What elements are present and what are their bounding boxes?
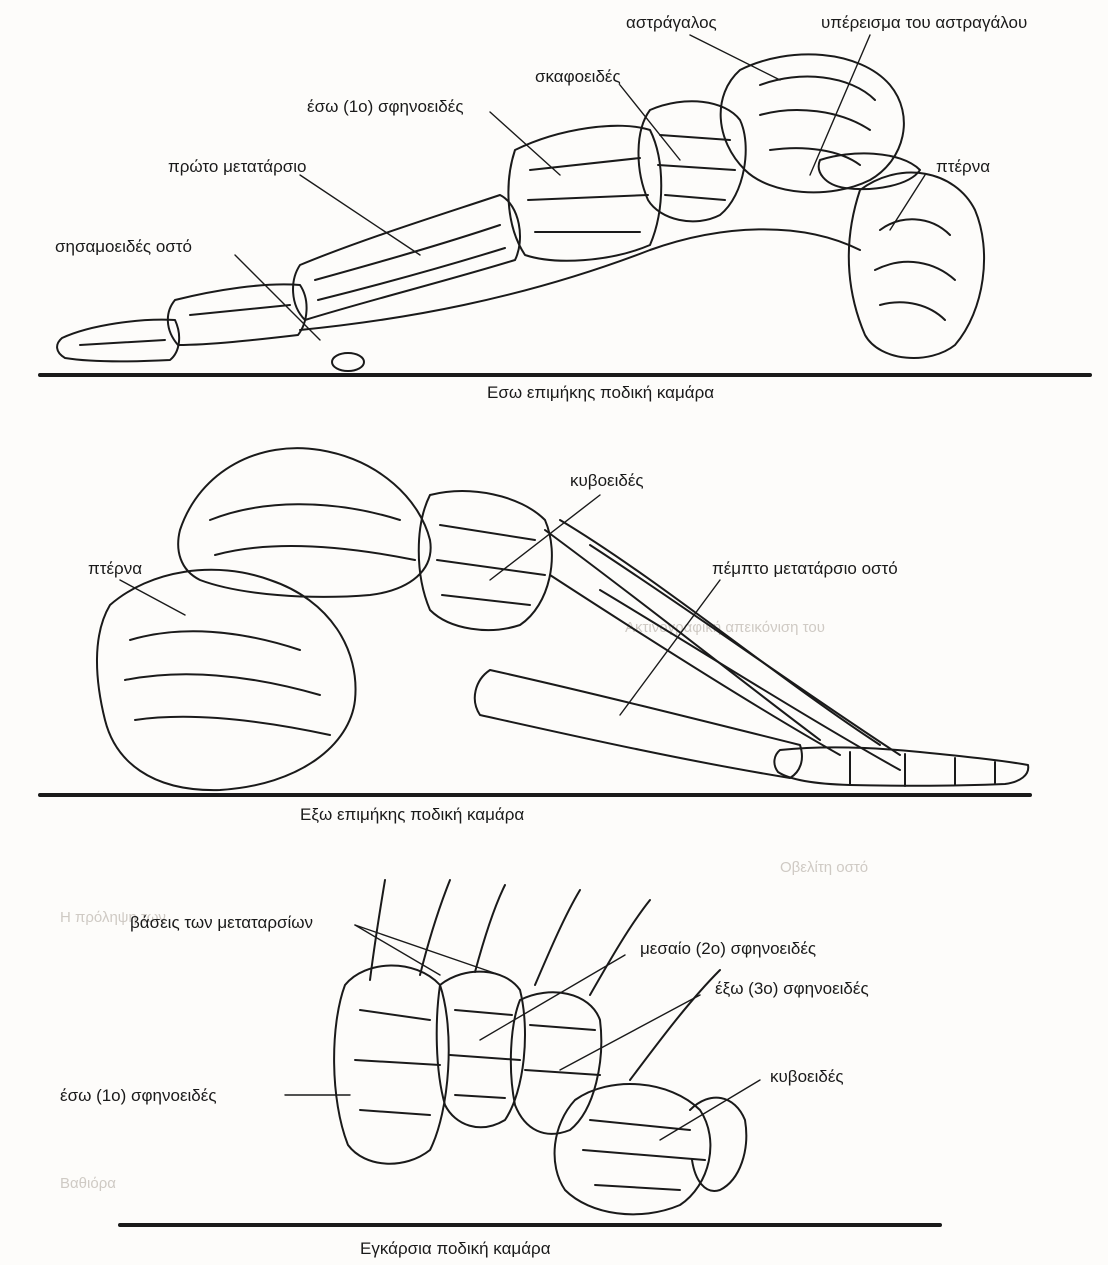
first-metatarsal-bone — [293, 195, 520, 320]
label-navicular: σκαφοειδές — [535, 68, 621, 85]
label-metatarsal-bases: βάσεις των μεταταρσίων — [130, 914, 313, 931]
navicular-bone — [638, 101, 745, 221]
talus-outer-bone — [178, 448, 430, 597]
toe-phalanges — [774, 747, 1028, 785]
talus-bone — [721, 54, 904, 192]
label-cuboid-middle: κυβοειδές — [570, 472, 644, 489]
calcaneus-bone — [849, 173, 984, 358]
label-first-metatarsal: πρώτο μετατάρσιο — [168, 158, 306, 175]
calcaneus-outer-bone — [97, 570, 356, 790]
label-middle-cuneiform: μεσαίο (2ο) σφηνοειδές — [640, 940, 816, 957]
label-cuboid-bottom: κυβοειδές — [770, 1068, 844, 1085]
cuboid-front — [555, 1084, 711, 1214]
label-talus: αστράγαλος — [626, 14, 717, 31]
hallux-phalanx-proximal — [168, 284, 307, 345]
label-calcaneus-middle: πτέρνα — [88, 560, 142, 577]
label-sesamoid: σησαμοειδές οστό — [55, 238, 192, 255]
caption-medial-arch: Εσω επιμήκης ποδική καμάρα — [487, 384, 714, 401]
medial-view-foot — [40, 54, 1090, 375]
label-medial-cuneiform-top: έσω (1ο) σφηνοειδές — [307, 98, 464, 115]
label-lateral-cuneiform: έξω (3ο) σφηνοειδές — [715, 980, 869, 997]
lateral-view-foot — [40, 448, 1030, 795]
caption-transverse-arch: Εγκάρσια ποδική καμάρα — [360, 1240, 551, 1257]
label-fifth-metatarsal: πέμπτο μετατάρσιο οστό — [712, 560, 898, 577]
fifth-metatarsal-bone — [475, 670, 802, 778]
label-medial-cuneiform-bottom: έσω (1ο) σφηνοειδές — [60, 1087, 217, 1104]
label-talus-process: υπέρεισμα του αστραγάλου — [821, 14, 1027, 31]
sesamoid-bone — [332, 353, 364, 371]
caption-lateral-arch: Εξω επιμήκης ποδική καμάρα — [300, 806, 524, 823]
label-calcaneus-top: πτέρνα — [936, 158, 990, 175]
